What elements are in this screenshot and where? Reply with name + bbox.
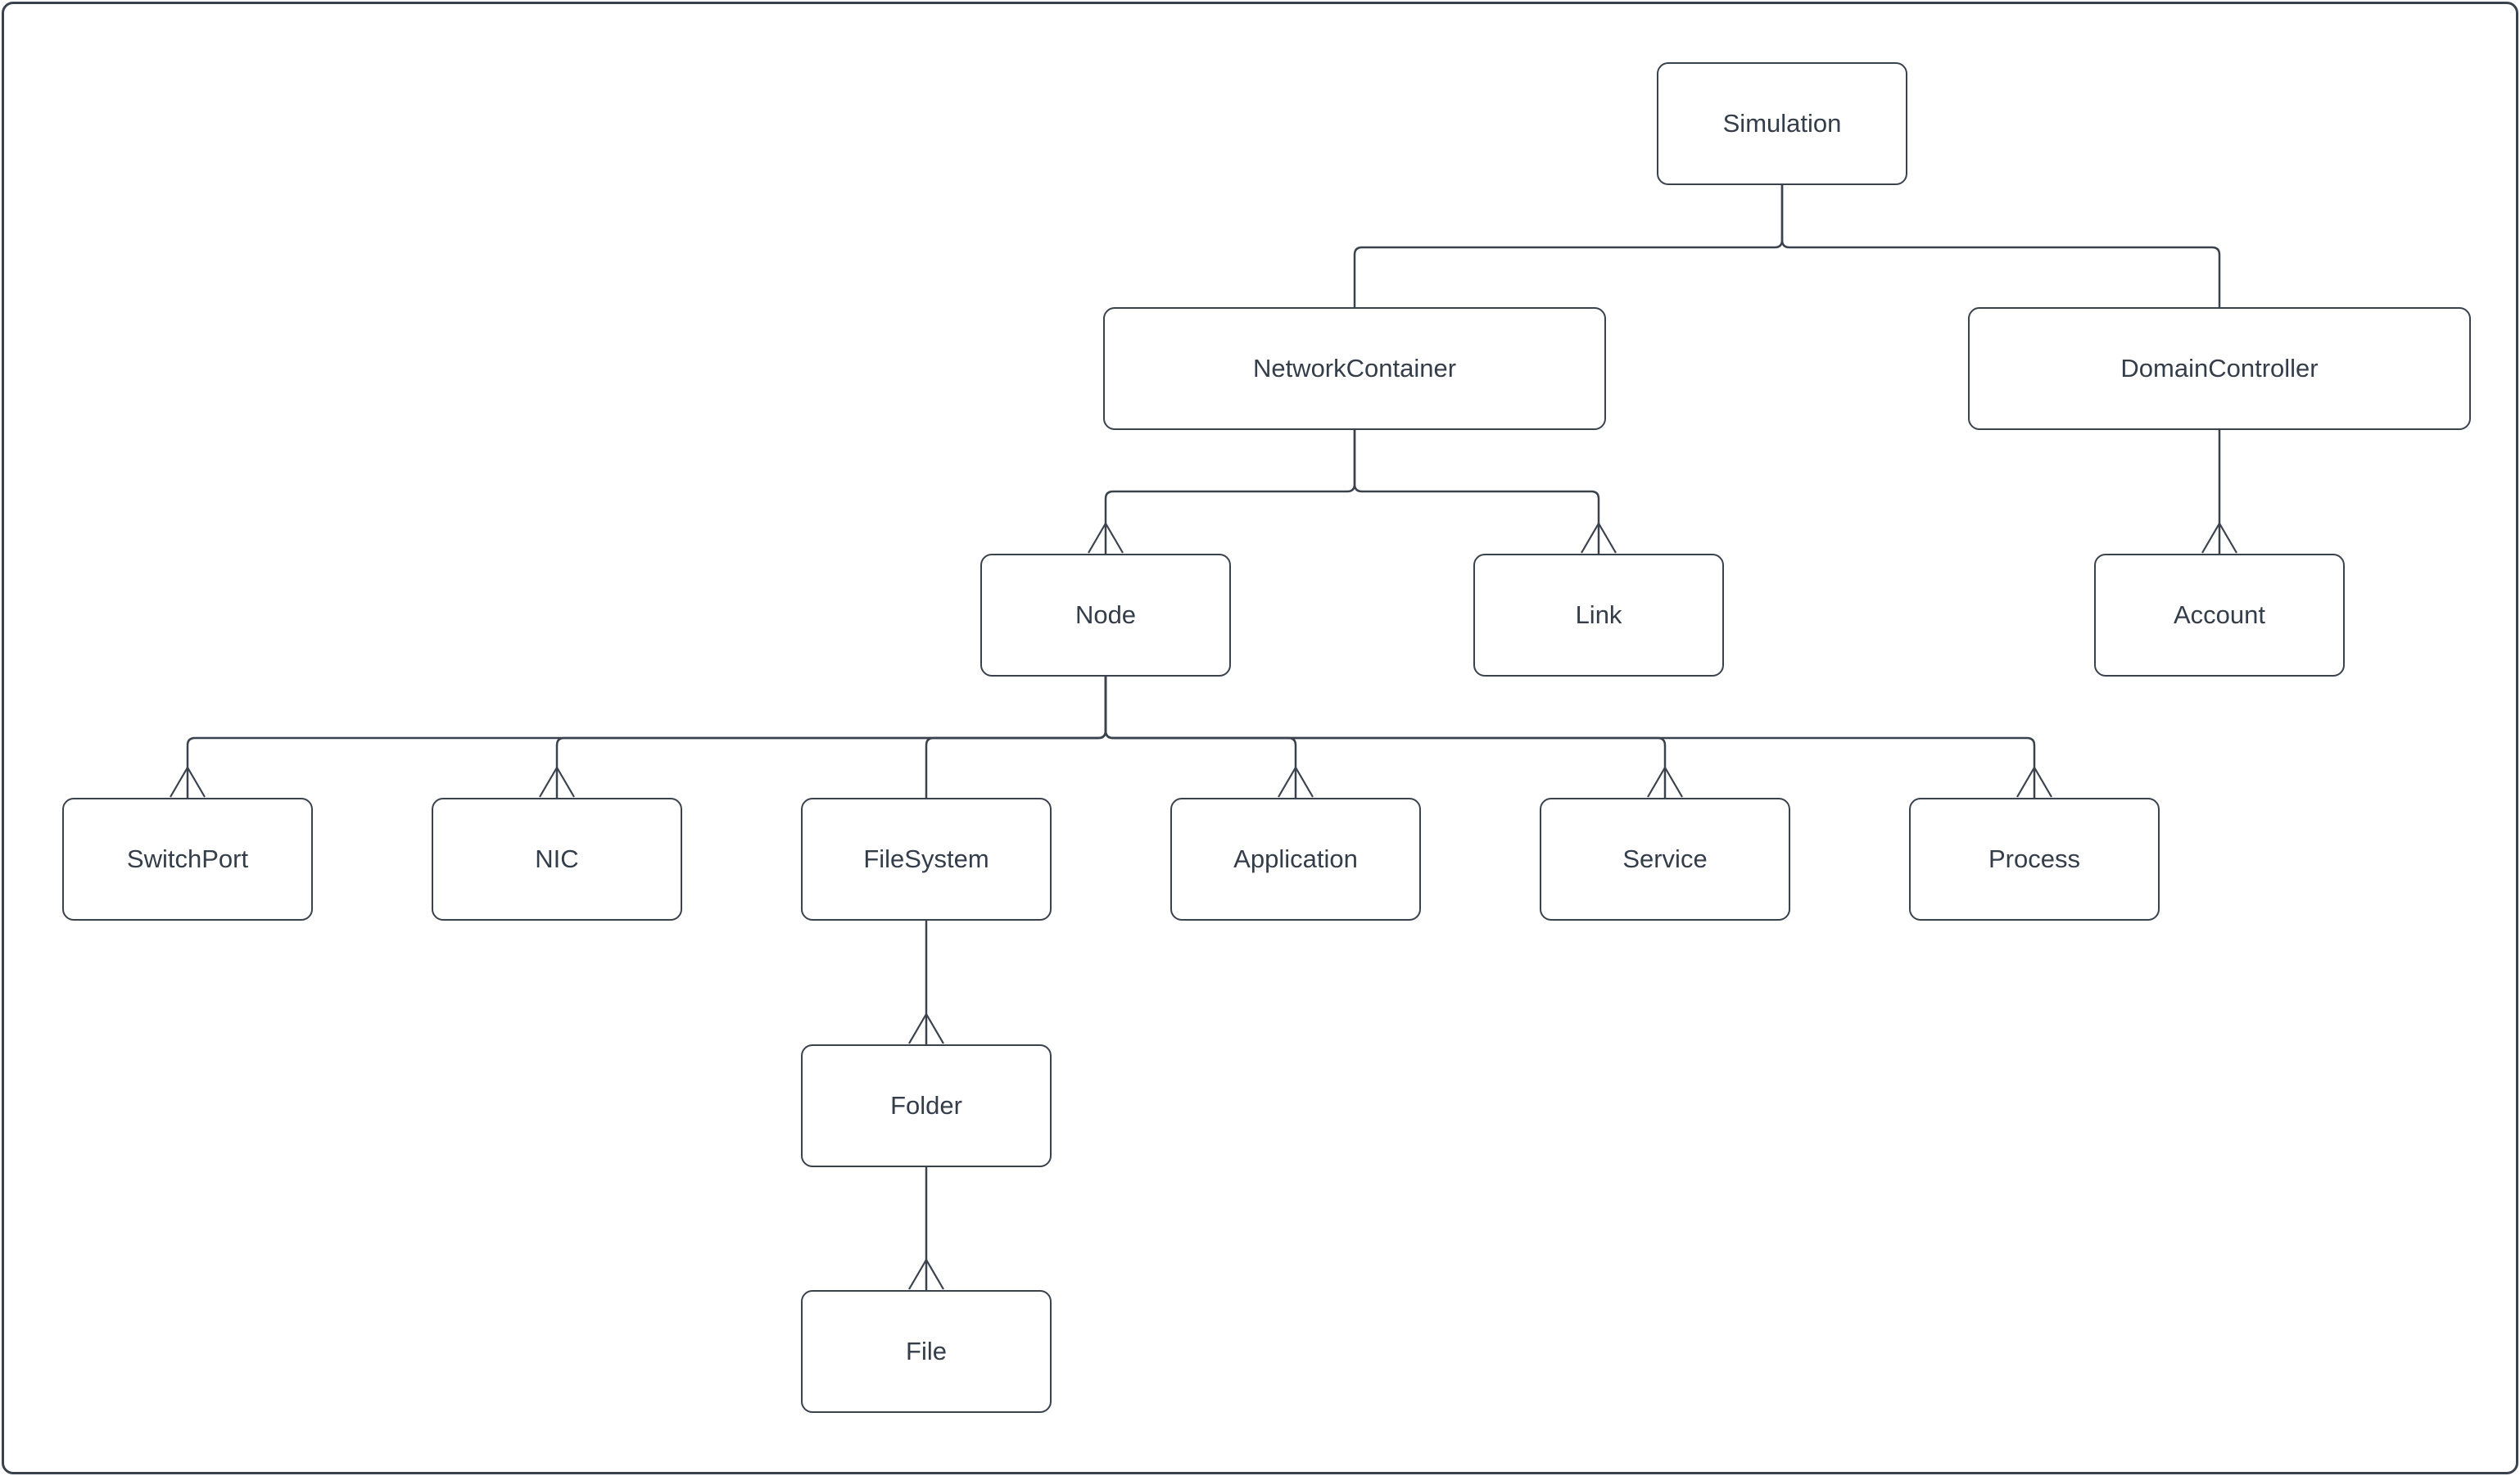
node-nic[interactable]: NIC [432, 798, 682, 921]
node-account[interactable]: Account [2094, 554, 2345, 677]
inheritance-arrow-icon [2016, 765, 2052, 798]
node-simulation[interactable]: Simulation [1657, 62, 1907, 185]
inheritance-arrow-icon [2201, 521, 2237, 554]
node-application[interactable]: Application [1170, 798, 1421, 921]
node-label: Account [2173, 600, 2265, 629]
inheritance-arrow-icon [1278, 765, 1314, 798]
node-label: File [906, 1337, 947, 1365]
node-file[interactable]: File [801, 1290, 1052, 1413]
node-label: Link [1575, 600, 1622, 629]
inheritance-arrow-icon [1647, 765, 1683, 798]
node-label: Application [1233, 844, 1358, 873]
edge-simulation-domain_controller [1780, 185, 2221, 307]
node-node[interactable]: Node [980, 554, 1231, 677]
node-folder[interactable]: Folder [801, 1044, 1052, 1167]
node-label: Service [1622, 844, 1708, 873]
edge-node-filesystem [925, 677, 1107, 798]
edge-network_container-link [1353, 430, 1600, 554]
node-label: SwitchPort [126, 844, 249, 873]
node-label: NIC [535, 844, 579, 873]
node-service[interactable]: Service [1540, 798, 1790, 921]
edge-network_container-node [1104, 430, 1356, 554]
node-switchport[interactable]: SwitchPort [62, 798, 313, 921]
inheritance-arrow-icon [1088, 521, 1124, 554]
node-label: NetworkContainer [1252, 354, 1457, 383]
node-filesystem[interactable]: FileSystem [801, 798, 1052, 921]
inheritance-arrow-icon [908, 1257, 944, 1290]
inheritance-arrow-icon [908, 1012, 944, 1044]
inheritance-arrow-icon [539, 765, 575, 798]
node-label: Simulation [1722, 109, 1842, 138]
node-label: Process [1988, 844, 2080, 873]
inheritance-arrow-icon [1581, 521, 1617, 554]
node-label: Node [1075, 600, 1137, 629]
node-label: Folder [890, 1091, 962, 1120]
edge-node-process [1104, 677, 2036, 798]
node-label: DomainController [2120, 354, 2319, 383]
node-network_container[interactable]: NetworkContainer [1103, 307, 1606, 430]
node-domain_controller[interactable]: DomainController [1968, 307, 2471, 430]
edge-simulation-network_container [1353, 185, 1784, 307]
node-process[interactable]: Process [1909, 798, 2160, 921]
node-link[interactable]: Link [1473, 554, 1724, 677]
inheritance-arrow-icon [170, 765, 206, 798]
node-label: FileSystem [863, 844, 989, 873]
